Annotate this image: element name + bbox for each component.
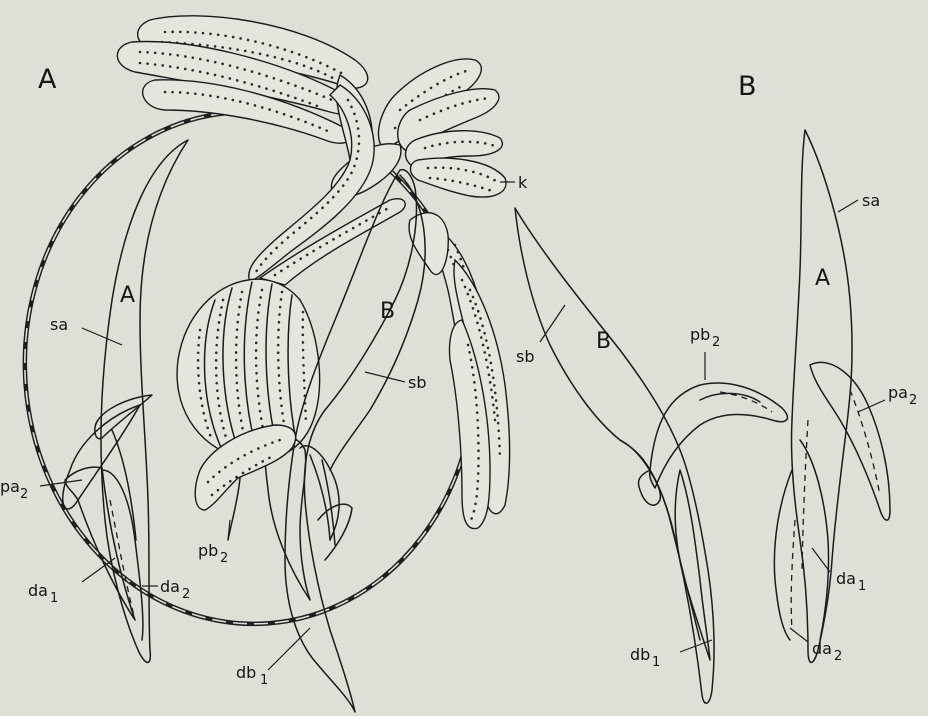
right-label-sa: sa	[838, 191, 880, 212]
label-db1: db 1	[236, 628, 310, 688]
right-label-pb2: pb 2	[690, 325, 720, 380]
label-da1: da 1	[28, 558, 115, 606]
right-pb2-label-subscript: 2	[712, 335, 720, 350]
da2-label-text: da	[160, 577, 180, 596]
pa2-label-text: pa	[0, 477, 20, 496]
pb2-label-text: pb	[198, 541, 218, 560]
right-da2-label-text: da	[812, 639, 832, 658]
da2-label-subscript: 2	[182, 587, 190, 602]
da1-label-text: da	[28, 581, 48, 600]
part-a-label: A	[120, 283, 135, 308]
right-sa-label-text: sa	[862, 191, 880, 210]
stippled-lobes	[117, 16, 506, 197]
right-label-da2: da 2	[790, 628, 842, 664]
right-db1-label-subscript: 1	[652, 655, 660, 670]
db1-label-subscript: 1	[260, 673, 268, 688]
pb2-label-subscript: 2	[220, 551, 228, 566]
panel-a-illustration	[8, 16, 510, 712]
sa-label-text: sa	[50, 315, 68, 334]
right-label-sb: sb	[516, 305, 565, 366]
right-db1-label-text: db	[630, 645, 650, 664]
right-da1-label-text: da	[836, 569, 856, 588]
label-pb2: pb 2	[198, 520, 230, 566]
right-label-da1: da 1	[812, 548, 866, 594]
right-pb2-label-text: pb	[690, 325, 710, 344]
panel-b-label: B	[738, 71, 757, 102]
hanging-lobes	[409, 213, 510, 529]
da1-label-subscript: 1	[50, 591, 58, 606]
k-label-text: k	[518, 173, 528, 192]
right-da2-label-subscript: 2	[834, 649, 842, 664]
label-sa: sa	[50, 315, 122, 345]
sb-label-text: sb	[408, 373, 427, 392]
right-sb-label-text: sb	[516, 347, 535, 366]
right-label-db1: db 1	[630, 640, 712, 670]
right-part-b-label: B	[596, 329, 611, 354]
individual-b-right	[515, 208, 787, 703]
right-pa2-label-text: pa	[888, 383, 908, 402]
part-b-label: B	[380, 299, 395, 324]
panel-b-illustration	[515, 130, 890, 703]
label-sb: sb	[365, 372, 427, 392]
db1-label-text: db	[236, 663, 256, 682]
right-label-pa2: pa 2	[858, 383, 917, 412]
panel-a-label: A	[38, 64, 57, 95]
right-part-a-label: A	[815, 266, 830, 291]
right-da1-label-subscript: 1	[858, 579, 866, 594]
right-pa2-label-subscript: 2	[909, 393, 917, 408]
pa2-label-subscript: 2	[20, 487, 28, 502]
